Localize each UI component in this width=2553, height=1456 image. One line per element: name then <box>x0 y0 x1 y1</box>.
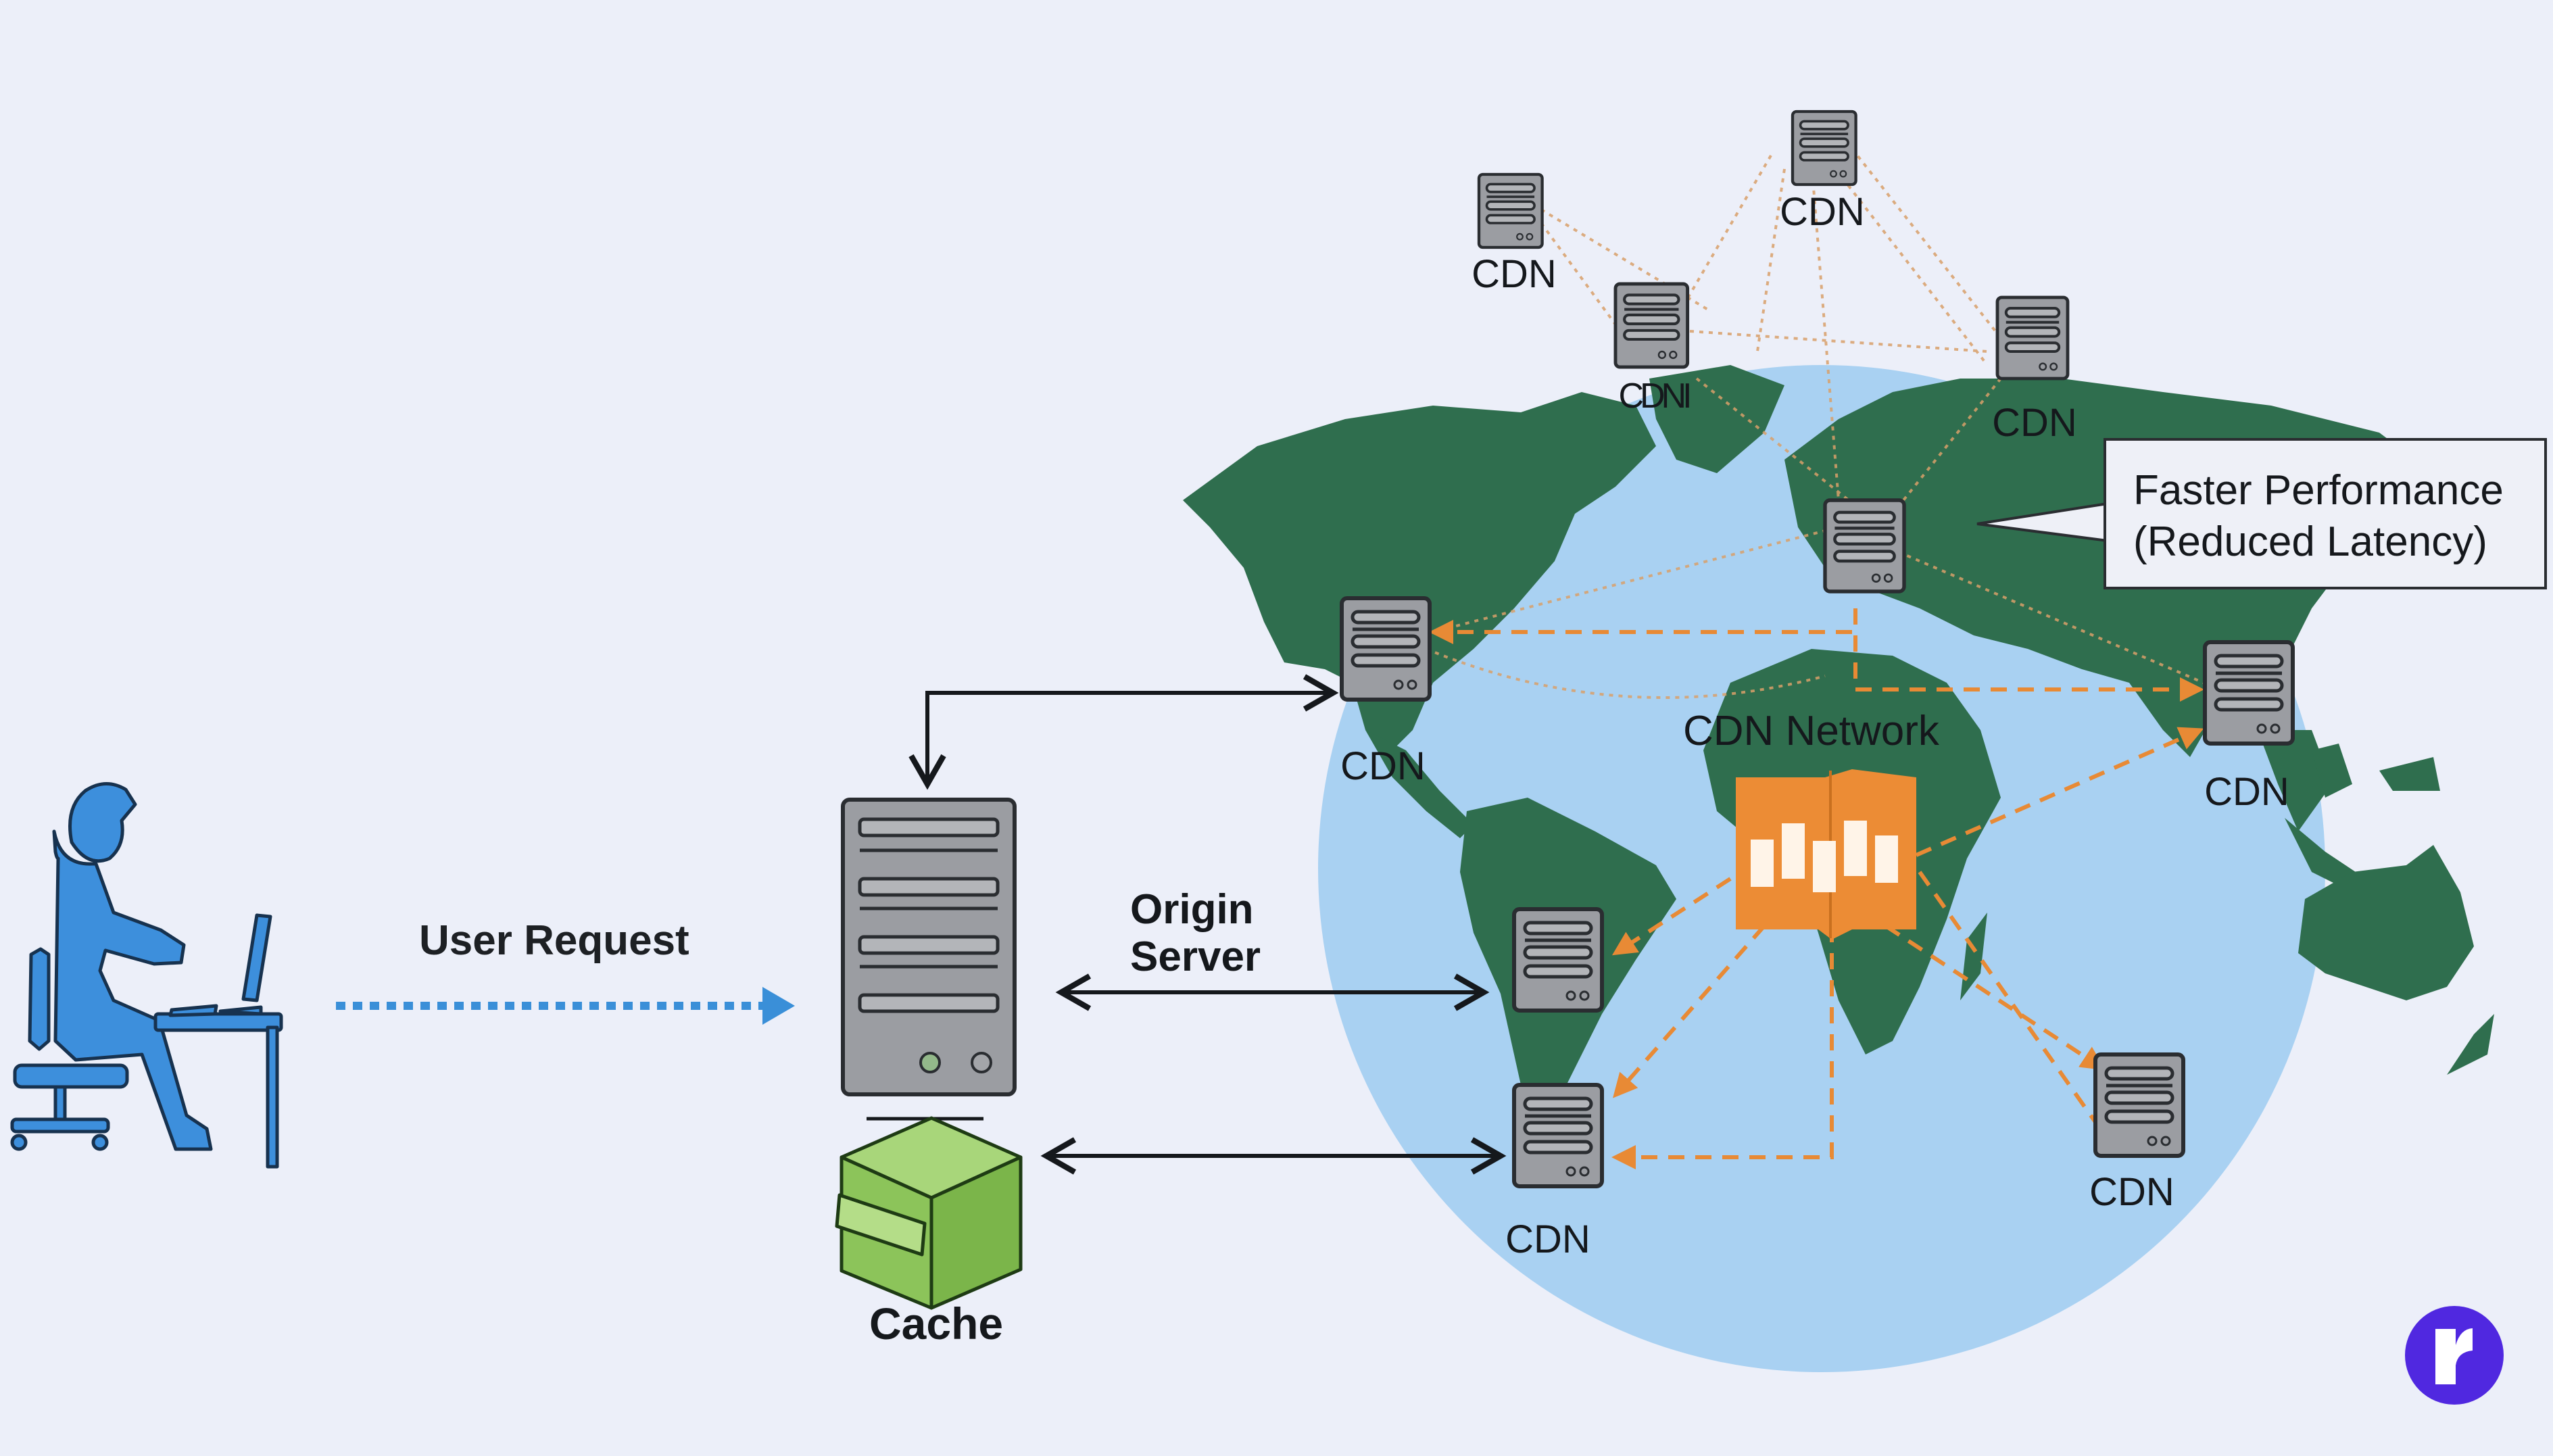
cache-box-icon <box>835 1116 1023 1310</box>
north-america-landmass <box>1183 392 1656 750</box>
faster-performance-callout: Faster Performance (Reduced Latency) <box>2104 438 2547 589</box>
callout-line2: (Reduced Latency) <box>2133 518 2487 565</box>
cdn-label-south-indian-ocean: CDN <box>2089 1170 2174 1214</box>
cdn-label-upper-left: CDNI <box>1618 377 1692 416</box>
callout-line1: Faster Performance <box>2133 467 2504 514</box>
australia-landmass <box>2298 845 2474 1000</box>
cdn-server-icon-south-atlantic <box>1514 1085 1602 1186</box>
cdn-server-icon-top-left <box>1479 174 1542 247</box>
indonesia-landmass <box>2285 744 2440 899</box>
user-request-arrow <box>336 987 795 1025</box>
cdn-server-icon-europe <box>1825 500 1904 591</box>
cdn-server-icon-upper-right <box>1997 297 2068 379</box>
cdn-network-label: CDN Network <box>1683 708 1939 754</box>
user-request-label: User Request <box>419 917 689 964</box>
cdn-server-icon-upper-left <box>1615 284 1688 367</box>
cdn-label-north-america: CDN <box>1340 744 1426 788</box>
user-at-computer-icon <box>10 782 283 1169</box>
network-dashed-links <box>1429 608 2204 1169</box>
new-zealand-landmass <box>2447 1014 2494 1075</box>
cdn-server-icon-asia <box>2205 642 2293 744</box>
cdn-server-icon-south-america <box>1514 909 1602 1011</box>
cdn-label-upper-right: CDN <box>1992 401 2077 445</box>
r-logo-icon[interactable] <box>2405 1306 2504 1405</box>
cdn-label-south-atlantic: CDN <box>1505 1217 1590 1261</box>
origin-server-label-line1: Origin <box>1130 886 1254 933</box>
flow-arrows <box>908 674 1507 1175</box>
cache-label: Cache <box>869 1299 1004 1349</box>
cdn-label-asia: CDN <box>2204 770 2289 814</box>
cdn-server-icon-north-america <box>1342 598 1430 700</box>
network-dotted-links <box>1419 147 2204 699</box>
cdn-server-icon-top-center <box>1793 112 1856 185</box>
cdn-server-icon-south-indian-ocean <box>2095 1054 2183 1156</box>
cdn-label-top-left: CDN <box>1472 252 1557 296</box>
cdn-hub-building-icon <box>1736 769 1916 940</box>
greenland-landmass <box>1649 365 1784 473</box>
central-america-landmass <box>1365 730 1474 838</box>
cdn-label-top-center: CDN <box>1780 190 1865 234</box>
origin-server-label-line2: Server <box>1130 933 1261 980</box>
origin-server-icon <box>841 798 1017 1096</box>
